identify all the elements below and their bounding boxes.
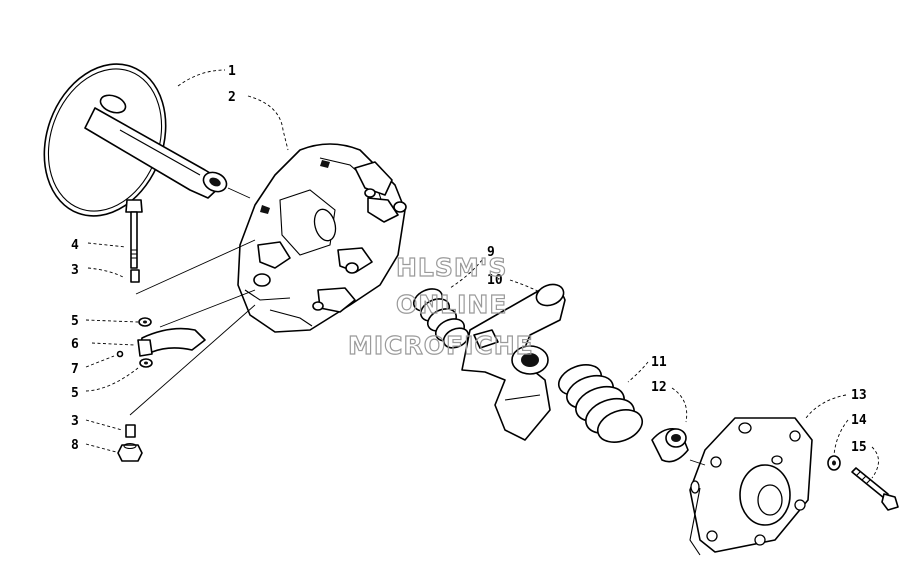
part-8-nut[interactable] bbox=[117, 442, 143, 462]
part-5-washer-lower[interactable] bbox=[139, 358, 153, 368]
part-11-spring[interactable] bbox=[555, 359, 647, 448]
part-4-bolt[interactable] bbox=[125, 199, 143, 269]
part-6-cam-arm[interactable] bbox=[137, 327, 206, 357]
callout-13: 13 bbox=[851, 388, 867, 403]
callout-7: 7 bbox=[71, 362, 79, 377]
callout-2: 2 bbox=[228, 90, 236, 105]
part-7-pin[interactable] bbox=[116, 350, 124, 358]
assembly-lines bbox=[85, 69, 879, 479]
watermark-line-3: MICROFICHE bbox=[348, 331, 534, 360]
part-12-ring-nut[interactable] bbox=[651, 427, 689, 463]
callout-3-upper: 3 bbox=[71, 263, 79, 278]
watermark: HLSM'S ONLINE MICROFICHE bbox=[347, 252, 534, 360]
callout-5-lower: 5 bbox=[71, 386, 79, 401]
part-1-fixed-sheave[interactable] bbox=[24, 47, 230, 233]
part-3-bushing-lower[interactable] bbox=[125, 424, 136, 438]
watermark-line-2: ONLINE bbox=[396, 290, 507, 319]
callout-6: 6 bbox=[71, 337, 79, 352]
callout-9: 9 bbox=[487, 245, 495, 260]
part-9-inner-spring[interactable] bbox=[410, 285, 471, 352]
part-15-bolt[interactable] bbox=[851, 467, 899, 511]
part-2-movable-sheave[interactable] bbox=[237, 143, 407, 333]
callout-labels: 1 2 3 3 4 5 5 6 7 8 9 10 11 12 13 14 15 bbox=[71, 64, 867, 455]
watermark-line-1: HLSM'S bbox=[396, 253, 507, 282]
callout-11: 11 bbox=[651, 355, 667, 370]
callout-12: 12 bbox=[651, 380, 667, 395]
callout-14: 14 bbox=[851, 413, 867, 428]
callout-1: 1 bbox=[228, 64, 236, 79]
part-13-cover-plate[interactable] bbox=[689, 417, 813, 556]
callout-15: 15 bbox=[851, 440, 867, 455]
part-10-spider[interactable] bbox=[461, 281, 567, 441]
callout-5-upper: 5 bbox=[71, 314, 79, 329]
callout-10: 10 bbox=[487, 273, 503, 288]
callout-4: 4 bbox=[71, 238, 79, 253]
callout-3-lower: 3 bbox=[71, 414, 79, 429]
part-5-washer-upper[interactable] bbox=[138, 317, 152, 327]
part-14-washer[interactable] bbox=[827, 455, 841, 471]
part-3-bushing-upper[interactable] bbox=[130, 269, 140, 283]
callout-8: 8 bbox=[71, 438, 79, 453]
